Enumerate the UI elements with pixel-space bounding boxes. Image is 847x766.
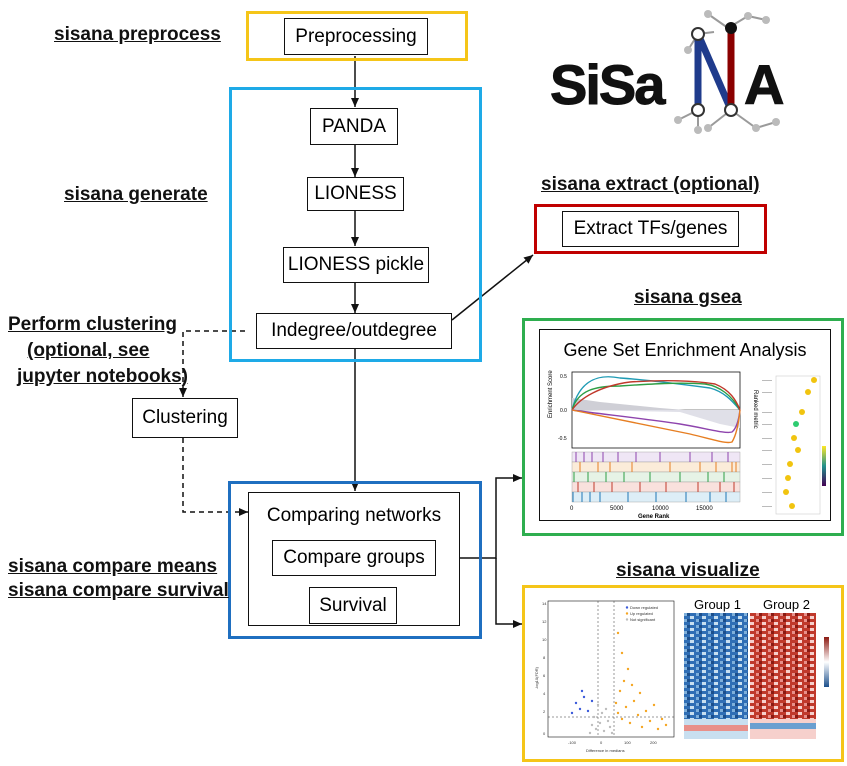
- dashed-line-clustering-to-compare: [182, 438, 248, 516]
- generate-frame: [229, 87, 482, 362]
- visualize-figure: 14 12 10 8 6 4 2 0 -100 0 100 200 Differ…: [532, 593, 837, 757]
- dashed-line-to-clustering: [179, 330, 245, 397]
- comparing-networks-title: Comparing networks: [266, 505, 442, 526]
- sisana-logo: SiSa A: [548, 10, 808, 140]
- gsea-title: Gene Set Enrichment Analysis: [563, 340, 807, 360]
- gsea-xtick: 5000: [610, 506, 624, 512]
- arrow-indegree-extract: [451, 254, 534, 321]
- clustering-box[interactable]: Clustering: [132, 398, 238, 438]
- panda-box[interactable]: PANDA: [310, 108, 398, 145]
- arrow-compare-to-gsea: [436, 474, 522, 559]
- label-perform-clustering-2: (optional, see: [27, 340, 150, 361]
- label-perform-clustering-3: jupyter notebooks): [17, 366, 189, 387]
- gsea-frame: [522, 318, 844, 536]
- visualize-frame: [522, 585, 844, 762]
- lioness-box[interactable]: LIONESS: [307, 177, 404, 211]
- preprocessing-box[interactable]: Preprocessing: [284, 18, 428, 55]
- label-sisana-compare-means: sisana compare means: [8, 556, 218, 577]
- volcano-xtick: -100: [568, 740, 577, 745]
- volcano-ytick: 2: [543, 709, 546, 714]
- arrow-compare-to-visualize: [495, 558, 522, 628]
- gsea-ytick: 0.5: [560, 374, 567, 380]
- volcano-plot: 14 12 10 8 6 4 2 0 -100 0 100 200 Differ…: [534, 600, 675, 753]
- svg-text:SiSa: SiSa: [550, 53, 666, 116]
- label-perform-clustering-1: Perform clustering: [8, 314, 177, 335]
- volcano-ytick: 12: [542, 619, 547, 624]
- heatmap: [684, 613, 829, 739]
- indegree-outdegree-box[interactable]: Indegree/outdegree: [256, 313, 452, 349]
- label-sisana-visualize: sisana visualize: [616, 560, 760, 581]
- gsea-ylabel: Enrichment Score: [548, 370, 554, 418]
- volcano-legend-item: Up regulated: [630, 611, 653, 616]
- volcano-xtick: 0: [600, 740, 603, 745]
- volcano-xtick: 100: [624, 740, 631, 745]
- compare-frame: [228, 481, 482, 639]
- gsea-plot: Enrichment Score 0.5 0.0 -0.5 Ranked met…: [548, 370, 826, 520]
- volcano-ytick: 10: [542, 637, 547, 642]
- volcano-xtick: 200: [650, 740, 657, 745]
- label-sisana-preprocess: sisana preprocess: [54, 24, 221, 45]
- lioness-pickle-box[interactable]: LIONESS pickle: [283, 247, 429, 283]
- volcano-ytick: 14: [542, 601, 547, 606]
- volcano-ytick: 6: [543, 673, 546, 678]
- extract-frame: [534, 204, 767, 254]
- label-sisana-gsea: sisana gsea: [634, 287, 742, 308]
- gsea-xtick: 0: [570, 506, 574, 512]
- label-sisana-extract: sisana extract (optional): [541, 174, 760, 195]
- volcano-ytick: 0: [543, 731, 546, 736]
- label-sisana-generate: sisana generate: [64, 184, 208, 205]
- heatmap-group2-label: Group 2: [763, 597, 810, 612]
- volcano-legend-item: Down regulated: [630, 605, 658, 610]
- gsea-ytick: 0.0: [560, 408, 567, 414]
- gsea-figure: Gene Set Enrichment Analysis Enrichment …: [539, 329, 831, 521]
- gsea-ylabel-right: Ranked metric: [752, 390, 758, 429]
- label-sisana-compare-survival: sisana compare survival: [8, 580, 229, 601]
- survival-box[interactable]: Survival: [309, 587, 397, 624]
- gsea-ytick: -0.5: [558, 436, 567, 442]
- volcano-ytick: 8: [543, 655, 546, 660]
- gsea-xtick: 15000: [696, 506, 713, 512]
- heatmap-group1-label: Group 1: [694, 597, 741, 612]
- volcano-legend-item: Not significant: [630, 617, 656, 622]
- gsea-xlabel: Gene Rank: [638, 514, 670, 520]
- volcano-xlabel: Difference in medians: [586, 748, 625, 753]
- gsea-xtick: 10000: [652, 506, 669, 512]
- extract-tfs-genes-box[interactable]: Extract TFs/genes: [562, 211, 739, 247]
- svg-text:A: A: [744, 53, 784, 116]
- preprocess-frame: [246, 11, 468, 61]
- compare-groups-box[interactable]: Compare groups: [272, 540, 436, 576]
- volcano-ytick: 4: [543, 691, 546, 696]
- volcano-ylabel: -log10(FDR): [534, 666, 539, 689]
